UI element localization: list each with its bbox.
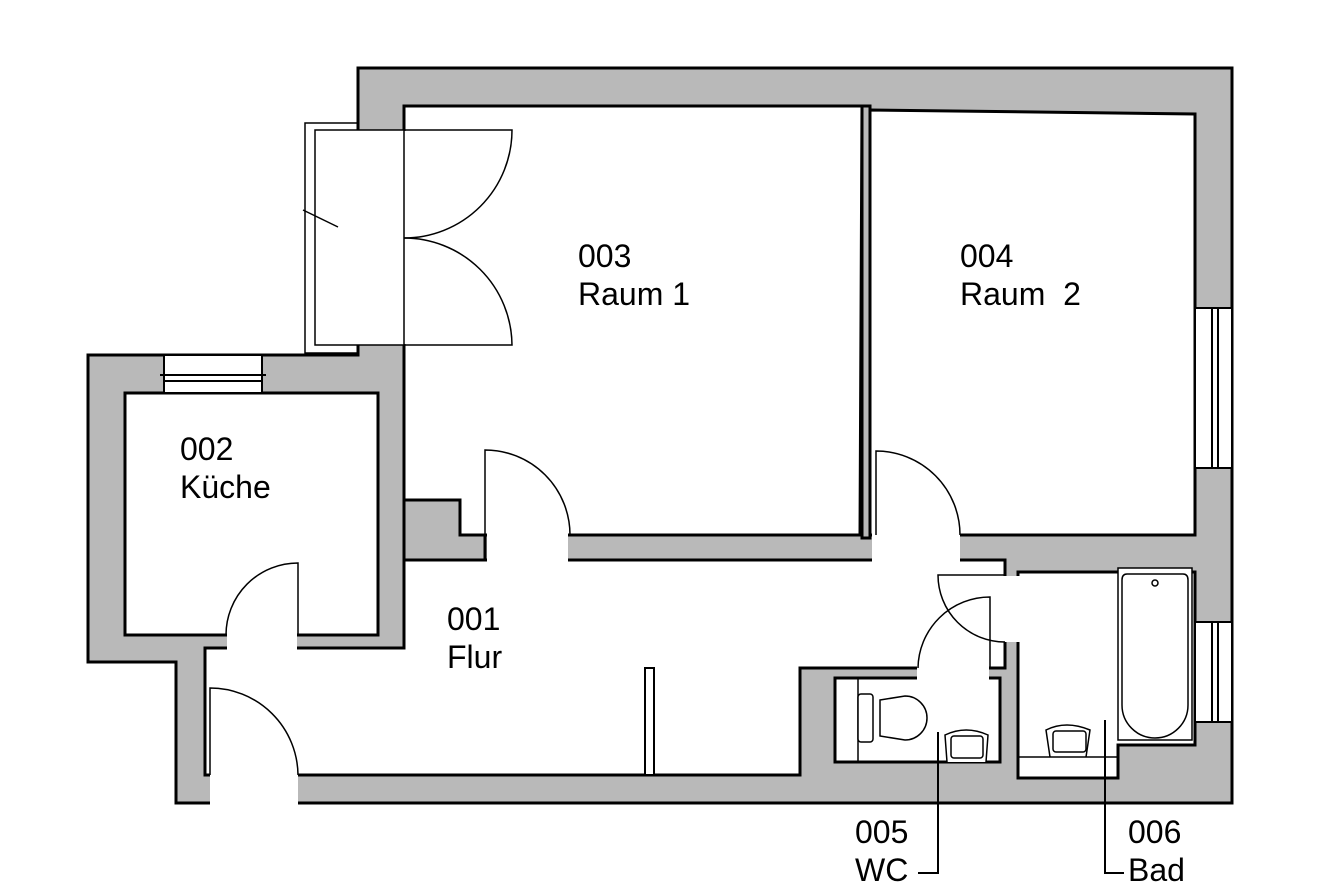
room-number: 005 <box>855 814 909 850</box>
room-label-005: 005 WC <box>855 813 908 889</box>
door-005-swing <box>917 596 991 669</box>
door-002-swing <box>225 562 299 636</box>
flur-stub-wall <box>644 667 655 776</box>
room-number: 003 <box>578 238 632 274</box>
room-name: WC <box>855 852 909 888</box>
toilet-cistern <box>857 693 874 743</box>
bath-window <box>1194 621 1233 723</box>
room-004-floor <box>868 108 1197 537</box>
room-name: Flur <box>447 639 503 675</box>
room-label-003: 003 Raum 1 <box>578 237 690 313</box>
balcony-inner <box>314 129 405 346</box>
toilet-icon <box>879 695 928 741</box>
room-label-004: 004 Raum 2 <box>960 237 1081 313</box>
room-name: Küche <box>180 469 271 505</box>
bath-sink-basin <box>1052 730 1087 753</box>
room-name: Raum 2 <box>960 276 1081 312</box>
room-002-floor <box>123 391 380 637</box>
door-gap-004 <box>872 530 960 563</box>
room-name: Bad <box>1128 852 1185 888</box>
balcony-door-lower <box>403 237 513 346</box>
door-gap-003 <box>487 530 568 563</box>
wc-sink-basin <box>950 735 984 759</box>
room-001-floor <box>203 558 1007 777</box>
room-003-floor <box>402 104 864 537</box>
door-gap-006 <box>998 576 1020 642</box>
bathtub-drain <box>1151 579 1159 587</box>
room-label-002: 002 Küche <box>180 430 271 506</box>
room-name: Raum 1 <box>578 276 691 312</box>
room-label-006: 006 Bad <box>1128 813 1185 889</box>
door-003-swing <box>484 449 571 536</box>
entrance-door-swing <box>209 687 299 776</box>
door-gap-005 <box>917 665 989 681</box>
room-number: 001 <box>447 601 501 637</box>
entrance-gap <box>210 772 298 805</box>
room-number: 002 <box>180 431 234 467</box>
door-006-swing <box>937 574 1006 643</box>
partition-wall <box>860 104 872 540</box>
balcony-mark <box>302 209 339 228</box>
wc-leader-line <box>918 732 939 874</box>
room-004-window <box>1194 307 1233 469</box>
room-number: 006 <box>1128 814 1182 850</box>
door-004-swing <box>875 450 961 536</box>
door-gap-002 <box>227 632 297 650</box>
bathtub-basin <box>1121 573 1189 739</box>
room-label-001: 001 Flur <box>447 600 502 676</box>
bad-leader-line <box>1104 720 1124 874</box>
room-number: 004 <box>960 238 1014 274</box>
balcony-door-upper <box>403 129 513 239</box>
